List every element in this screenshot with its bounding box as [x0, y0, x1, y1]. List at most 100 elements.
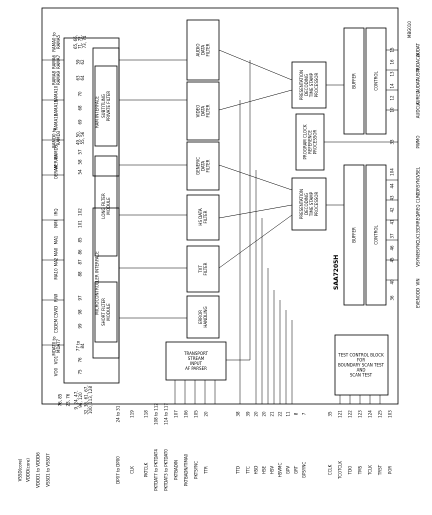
right-pin-number: 45	[390, 257, 395, 263]
right-pin-number: 43	[390, 195, 395, 201]
left-pin-label: RAMD0 toRAMD3	[51, 128, 61, 148]
bottom-pin-label: TTD	[236, 466, 241, 475]
left-pin-label: CSDEM	[54, 318, 59, 333]
left-pin-number: 76	[78, 357, 83, 363]
bottom-pin-number: 125	[378, 410, 383, 418]
buffer-top-label: BUFFER	[352, 73, 357, 89]
chip-outline	[41, 7, 399, 405]
right-pin-number: 40	[390, 279, 395, 285]
bottom-pin-label: GPV	[286, 466, 291, 475]
bottom-pin-number: 8	[294, 412, 299, 415]
bottom-pin-label: TMS	[358, 465, 363, 475]
video-filter-label: VIDEODATAFILTER	[196, 104, 211, 117]
bottom-pin-label: POR	[388, 466, 393, 475]
right-pin-label: AUREQ	[416, 91, 421, 105]
left-pin-label: RAMA8RAMA9	[51, 71, 61, 86]
buffer-bottom-label: BUFFER	[352, 227, 357, 243]
bottom-pin-number: 105	[194, 410, 199, 418]
txt-filter-block	[186, 245, 220, 293]
left-pin-label: MDAT0 toMDAT7	[51, 336, 61, 356]
left-pin-label: RAMA11	[54, 99, 59, 116]
left-pin-number: 65, 66,71, 72,73, 74	[73, 35, 87, 49]
right-pin-number: 42	[390, 207, 395, 213]
bottom-pin-number: 103	[388, 410, 393, 418]
supply-pin-label: VSSD(core)	[18, 458, 23, 481]
pres-bottom-block	[291, 177, 327, 231]
left-pin-number: 70	[78, 91, 83, 97]
left-pin-label: WERAM	[54, 154, 59, 170]
right-pin-label: VSEL	[416, 166, 421, 177]
left-pin-number: 57	[78, 149, 83, 155]
bottom-pin-number: 124	[368, 410, 373, 418]
supply-pin-number: 76, 85	[58, 393, 63, 406]
hs-filter-label: HS DATAFILTER	[198, 208, 208, 225]
left-pin-label: VO0	[54, 367, 59, 376]
right-pin-number: 44	[390, 183, 395, 189]
bottom-pin-label: TTR	[204, 466, 209, 475]
bottom-pin-label: HSD	[254, 466, 259, 475]
bottom-pin-number: 11	[286, 411, 291, 417]
bottom-pin-label: HSE	[262, 465, 267, 474]
left-pin-label: RAMDS	[54, 144, 59, 159]
supply-pin-label: VSSD1 to VSSD7	[46, 453, 51, 487]
right-pin-number: 36	[390, 295, 395, 301]
bottom-pin-number: 122	[348, 410, 353, 418]
bottom-pin-label: PKTDAT7 to PKTDAT4	[154, 449, 159, 491]
control-bottom-label: CONTROL	[374, 224, 379, 244]
bottom-pin-label: PKTSYNC	[194, 461, 199, 479]
left-pin-number: 86	[78, 249, 83, 255]
left-pin-number: 69	[78, 119, 83, 125]
right-pin-label: AUDAT	[416, 79, 421, 93]
left-pin-label: R/W	[54, 294, 59, 302]
subtitling-label: SUBTITLINGPRIVATE FILTER	[101, 91, 111, 122]
buffer-bottom-block	[343, 164, 365, 306]
control-top-block	[365, 27, 387, 135]
bottom-pin-number: 20	[262, 411, 267, 417]
bottom-pin-label: TTC	[246, 466, 251, 475]
right-pin-label: AUDCLK	[416, 101, 421, 118]
right-pin-number: 13	[390, 71, 395, 77]
ram-interface-block	[92, 47, 120, 177]
left-pin-number: 75	[78, 369, 83, 375]
bottom-pin-label: PKTBADIN	[174, 460, 179, 480]
bottom-pin-number: 39	[246, 411, 251, 417]
control-top-label: CONTROL	[374, 70, 379, 90]
bottom-pin-number: 119	[130, 410, 135, 418]
bottom-pin-number: 108 to 112	[154, 403, 159, 425]
bottom-pin-number: 121	[338, 410, 343, 418]
bottom-pin-label: HSV	[270, 466, 275, 475]
left-pin-number: 58	[78, 159, 83, 165]
subtitling-block	[94, 65, 118, 147]
transport-parser-block	[165, 341, 227, 381]
bottom-pin-label: GPSYNC	[302, 462, 307, 478]
pres-top-label: PRESENTATIONDECODINGTIME STAMPPROCESSOR	[299, 70, 319, 100]
left-pin-number: 87	[78, 259, 83, 265]
bottom-pin-number: 24 to 31	[116, 405, 121, 422]
bottom-pin-label: PKTCLK	[144, 462, 149, 477]
left-pin-number: 98	[78, 309, 83, 315]
microcontroller-block	[92, 207, 120, 359]
bottom-pin-label: TDO	[348, 466, 353, 476]
right-pin-label: CLK135	[416, 228, 421, 244]
error-handling-label: ERRORHANDLING	[198, 306, 208, 327]
doc-code: MBG010	[407, 21, 412, 38]
supply-pin-number: 32, 36, 61, 67,100, 113, 128	[83, 385, 93, 414]
left-pin-label: RAMA0 toRAMA5	[51, 32, 61, 52]
test-block	[334, 334, 389, 396]
bottom-pin-number: 22	[278, 411, 283, 417]
right-pin-number: 104	[390, 168, 395, 176]
left-pin-number: 101	[78, 220, 83, 228]
bottom-pin-label: CLK	[130, 466, 135, 474]
left-pin-number: 49, 50,55, 56	[75, 131, 85, 145]
audio-filter-label: AUDIODATAFILTER	[196, 43, 211, 56]
left-pin-number: 88	[78, 271, 83, 277]
left-pin-label: MA0	[54, 247, 59, 256]
bottom-pin-label: TCLK	[368, 465, 373, 476]
bottom-pin-number: 21	[270, 411, 275, 417]
